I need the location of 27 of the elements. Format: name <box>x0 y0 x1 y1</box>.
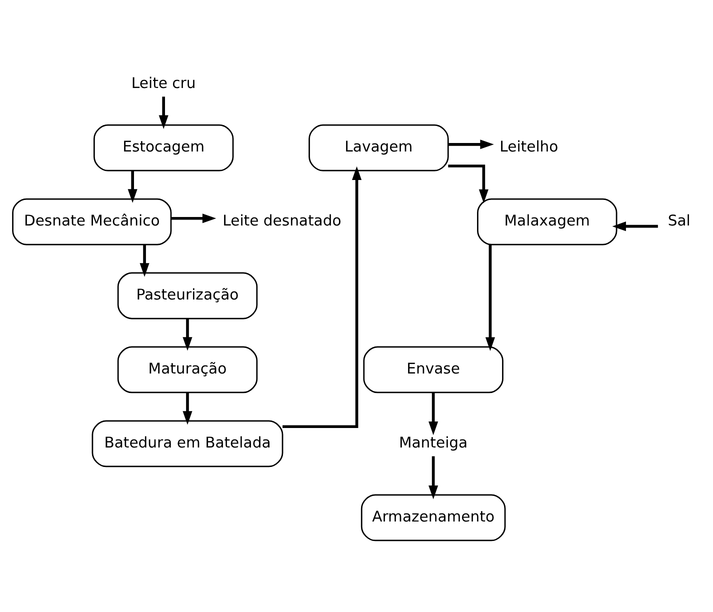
arrow <box>171 214 216 224</box>
arrow <box>128 170 138 203</box>
arrow <box>448 140 494 150</box>
node-box: Envase <box>363 346 504 394</box>
node-text: Leite cru <box>131 74 196 92</box>
node-box: Armazenamento <box>360 494 506 542</box>
node-box: Pasteurização <box>117 272 258 320</box>
arrow <box>428 456 438 500</box>
arrow <box>158 96 168 129</box>
node-box: Malaxagem <box>477 198 618 246</box>
node-text: Leitelho <box>500 138 558 156</box>
arrow <box>612 222 658 232</box>
node-text: Leite desnatado <box>222 212 342 230</box>
node-box: Batedura em Batelada <box>92 420 284 468</box>
node-box: Estocagem <box>93 124 234 172</box>
node-box: Lavagem <box>308 124 449 172</box>
arrow <box>485 244 496 351</box>
node-text: Manteiga <box>399 434 468 452</box>
node-box: Maturação <box>117 346 258 394</box>
node-box: Desnate Mecânico <box>12 198 172 246</box>
arrow <box>140 244 150 277</box>
arrow <box>182 318 192 351</box>
arrow <box>282 166 362 428</box>
arrow <box>448 164 488 204</box>
arrow <box>428 392 438 436</box>
arrow <box>182 392 192 425</box>
node-text: Sal <box>668 212 690 230</box>
